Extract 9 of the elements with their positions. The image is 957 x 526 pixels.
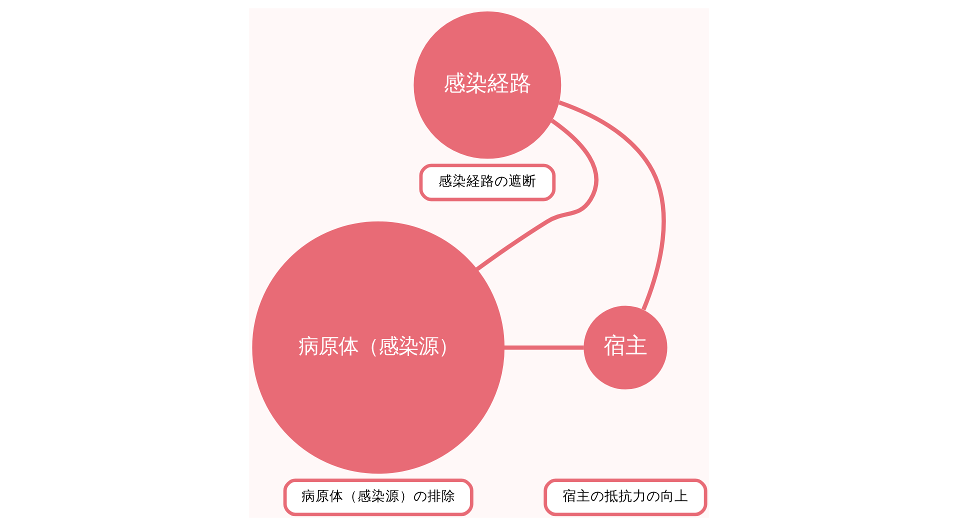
node-box: 感染経路の遮断 — [418, 164, 556, 202]
node-circle: 感染経路 — [413, 11, 561, 159]
connector — [558, 100, 666, 310]
node-circle: 宿主 — [583, 306, 667, 390]
node-box: 宿主の抵抗力の向上 — [543, 478, 707, 516]
node-box: 病原体（感染源）の排除 — [282, 478, 473, 516]
connector — [504, 345, 584, 350]
node-circle: 病原体（感染源） — [252, 221, 504, 474]
connector — [475, 118, 598, 272]
